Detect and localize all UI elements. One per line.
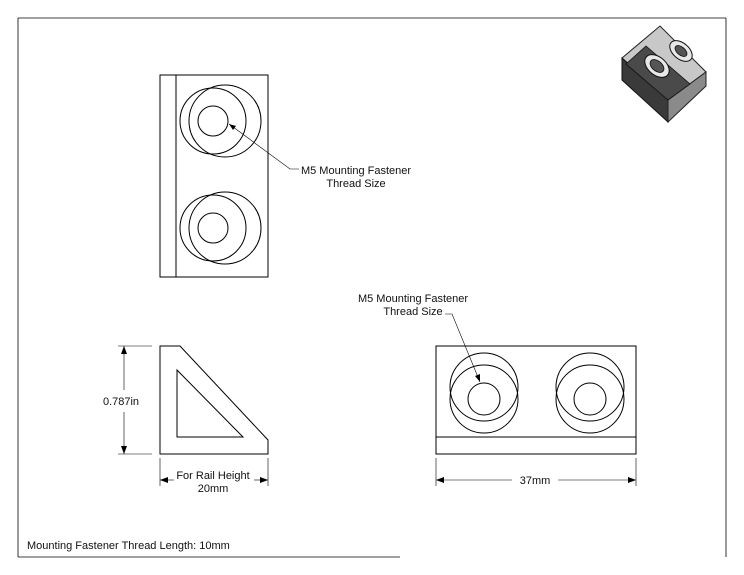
thread-length-note: Mounting Fastener Thread Length: 10mm <box>27 540 230 552</box>
label-line: Thread Size <box>326 178 385 190</box>
front-view <box>435 345 637 455</box>
sheet-border <box>17 17 727 558</box>
top-view <box>159 74 269 278</box>
isometric-view <box>621 25 707 124</box>
height-dimension-label: 0.787in <box>103 396 139 408</box>
height-dimension <box>118 345 152 455</box>
label-line: 20mm <box>198 483 229 495</box>
label-line: Thread Size <box>383 306 442 318</box>
side-view <box>159 345 269 455</box>
label-line: M5 Mounting Fastener <box>301 165 411 177</box>
label-line: M5 Mounting Fastener <box>358 293 468 305</box>
top-callout-leader <box>228 123 299 170</box>
width-dimension <box>435 458 637 486</box>
rail-height-dimension <box>159 458 269 486</box>
width-dimension-label: 37mm <box>520 475 551 487</box>
right-callout-leader <box>445 313 481 383</box>
label-line: For Rail Height <box>176 470 249 482</box>
